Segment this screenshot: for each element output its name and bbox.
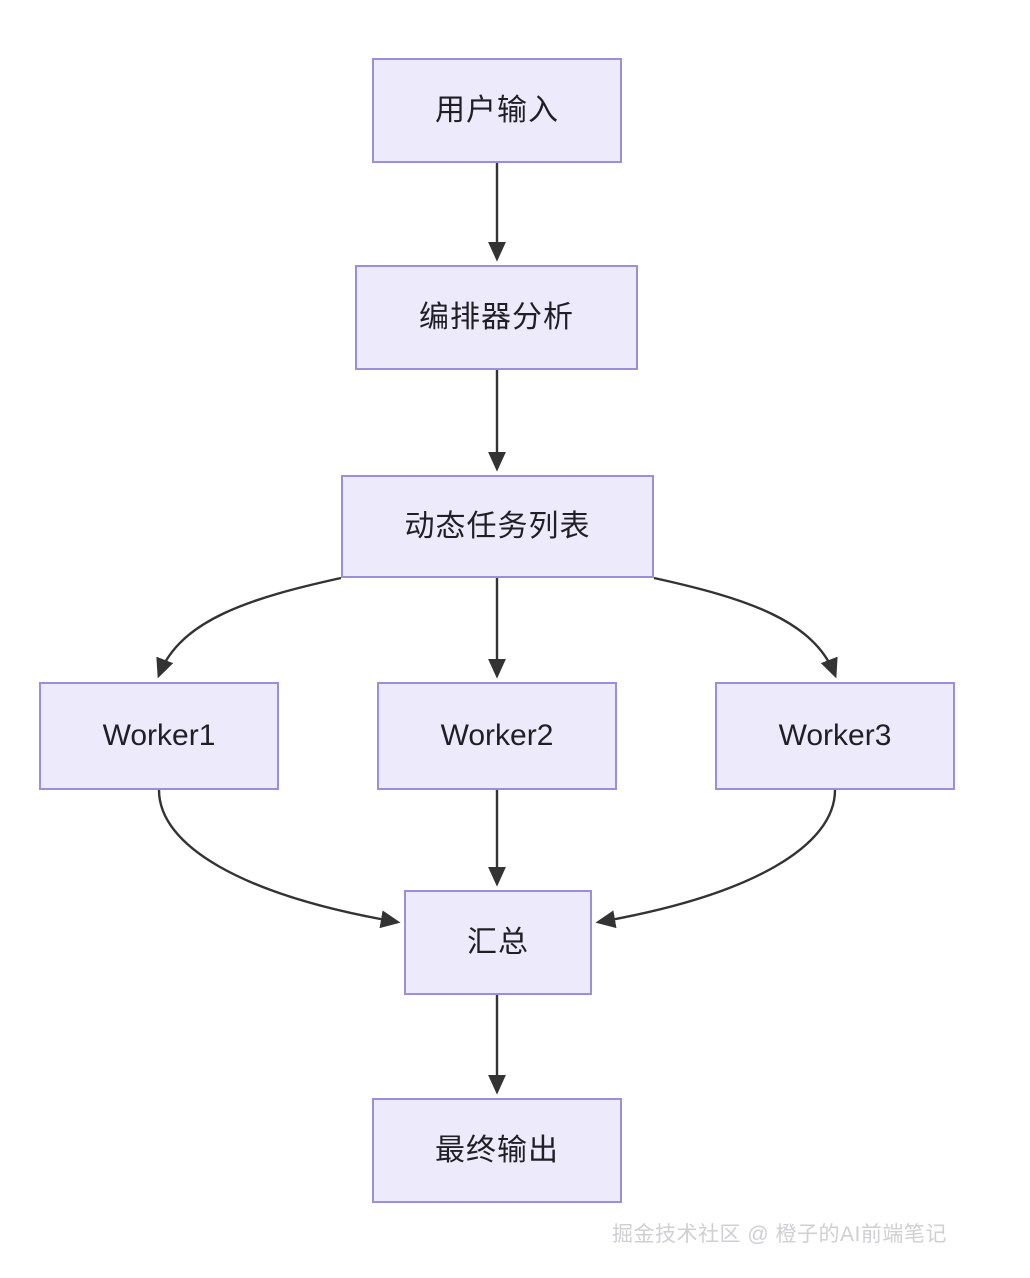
node-aggregate[interactable]: 汇总: [404, 890, 592, 995]
watermark-text: 掘金技术社区 @ 橙子的AI前端笔记: [612, 1223, 947, 1246]
node-worker1[interactable]: Worker1: [39, 682, 279, 790]
node-worker3-label: Worker3: [778, 719, 892, 752]
node-final-output-label: 最终输出: [435, 1133, 559, 1167]
node-worker2[interactable]: Worker2: [377, 682, 617, 790]
node-user-input-label: 用户输入: [435, 93, 559, 127]
node-worker2-label: Worker2: [440, 719, 554, 752]
edge-worker1-to-aggregate: [157, 789, 401, 929]
edge-task-list-to-worker1: [156, 576, 342, 679]
edge-task-list-to-worker3: [653, 576, 838, 679]
node-worker3[interactable]: Worker3: [715, 682, 955, 790]
node-orchestrator-analysis[interactable]: 编排器分析: [355, 265, 638, 370]
node-aggregate-label: 汇总: [467, 925, 529, 959]
edge-worker3-to-aggregate: [595, 789, 837, 929]
node-dynamic-task-list[interactable]: 动态任务列表: [341, 475, 654, 578]
node-worker1-label: Worker1: [102, 719, 216, 752]
node-dynamic-task-list-label: 动态任务列表: [404, 509, 591, 543]
node-final-output[interactable]: 最终输出: [372, 1098, 622, 1203]
node-orchestrator-analysis-label: 编排器分析: [419, 300, 574, 334]
node-user-input[interactable]: 用户输入: [372, 58, 622, 163]
